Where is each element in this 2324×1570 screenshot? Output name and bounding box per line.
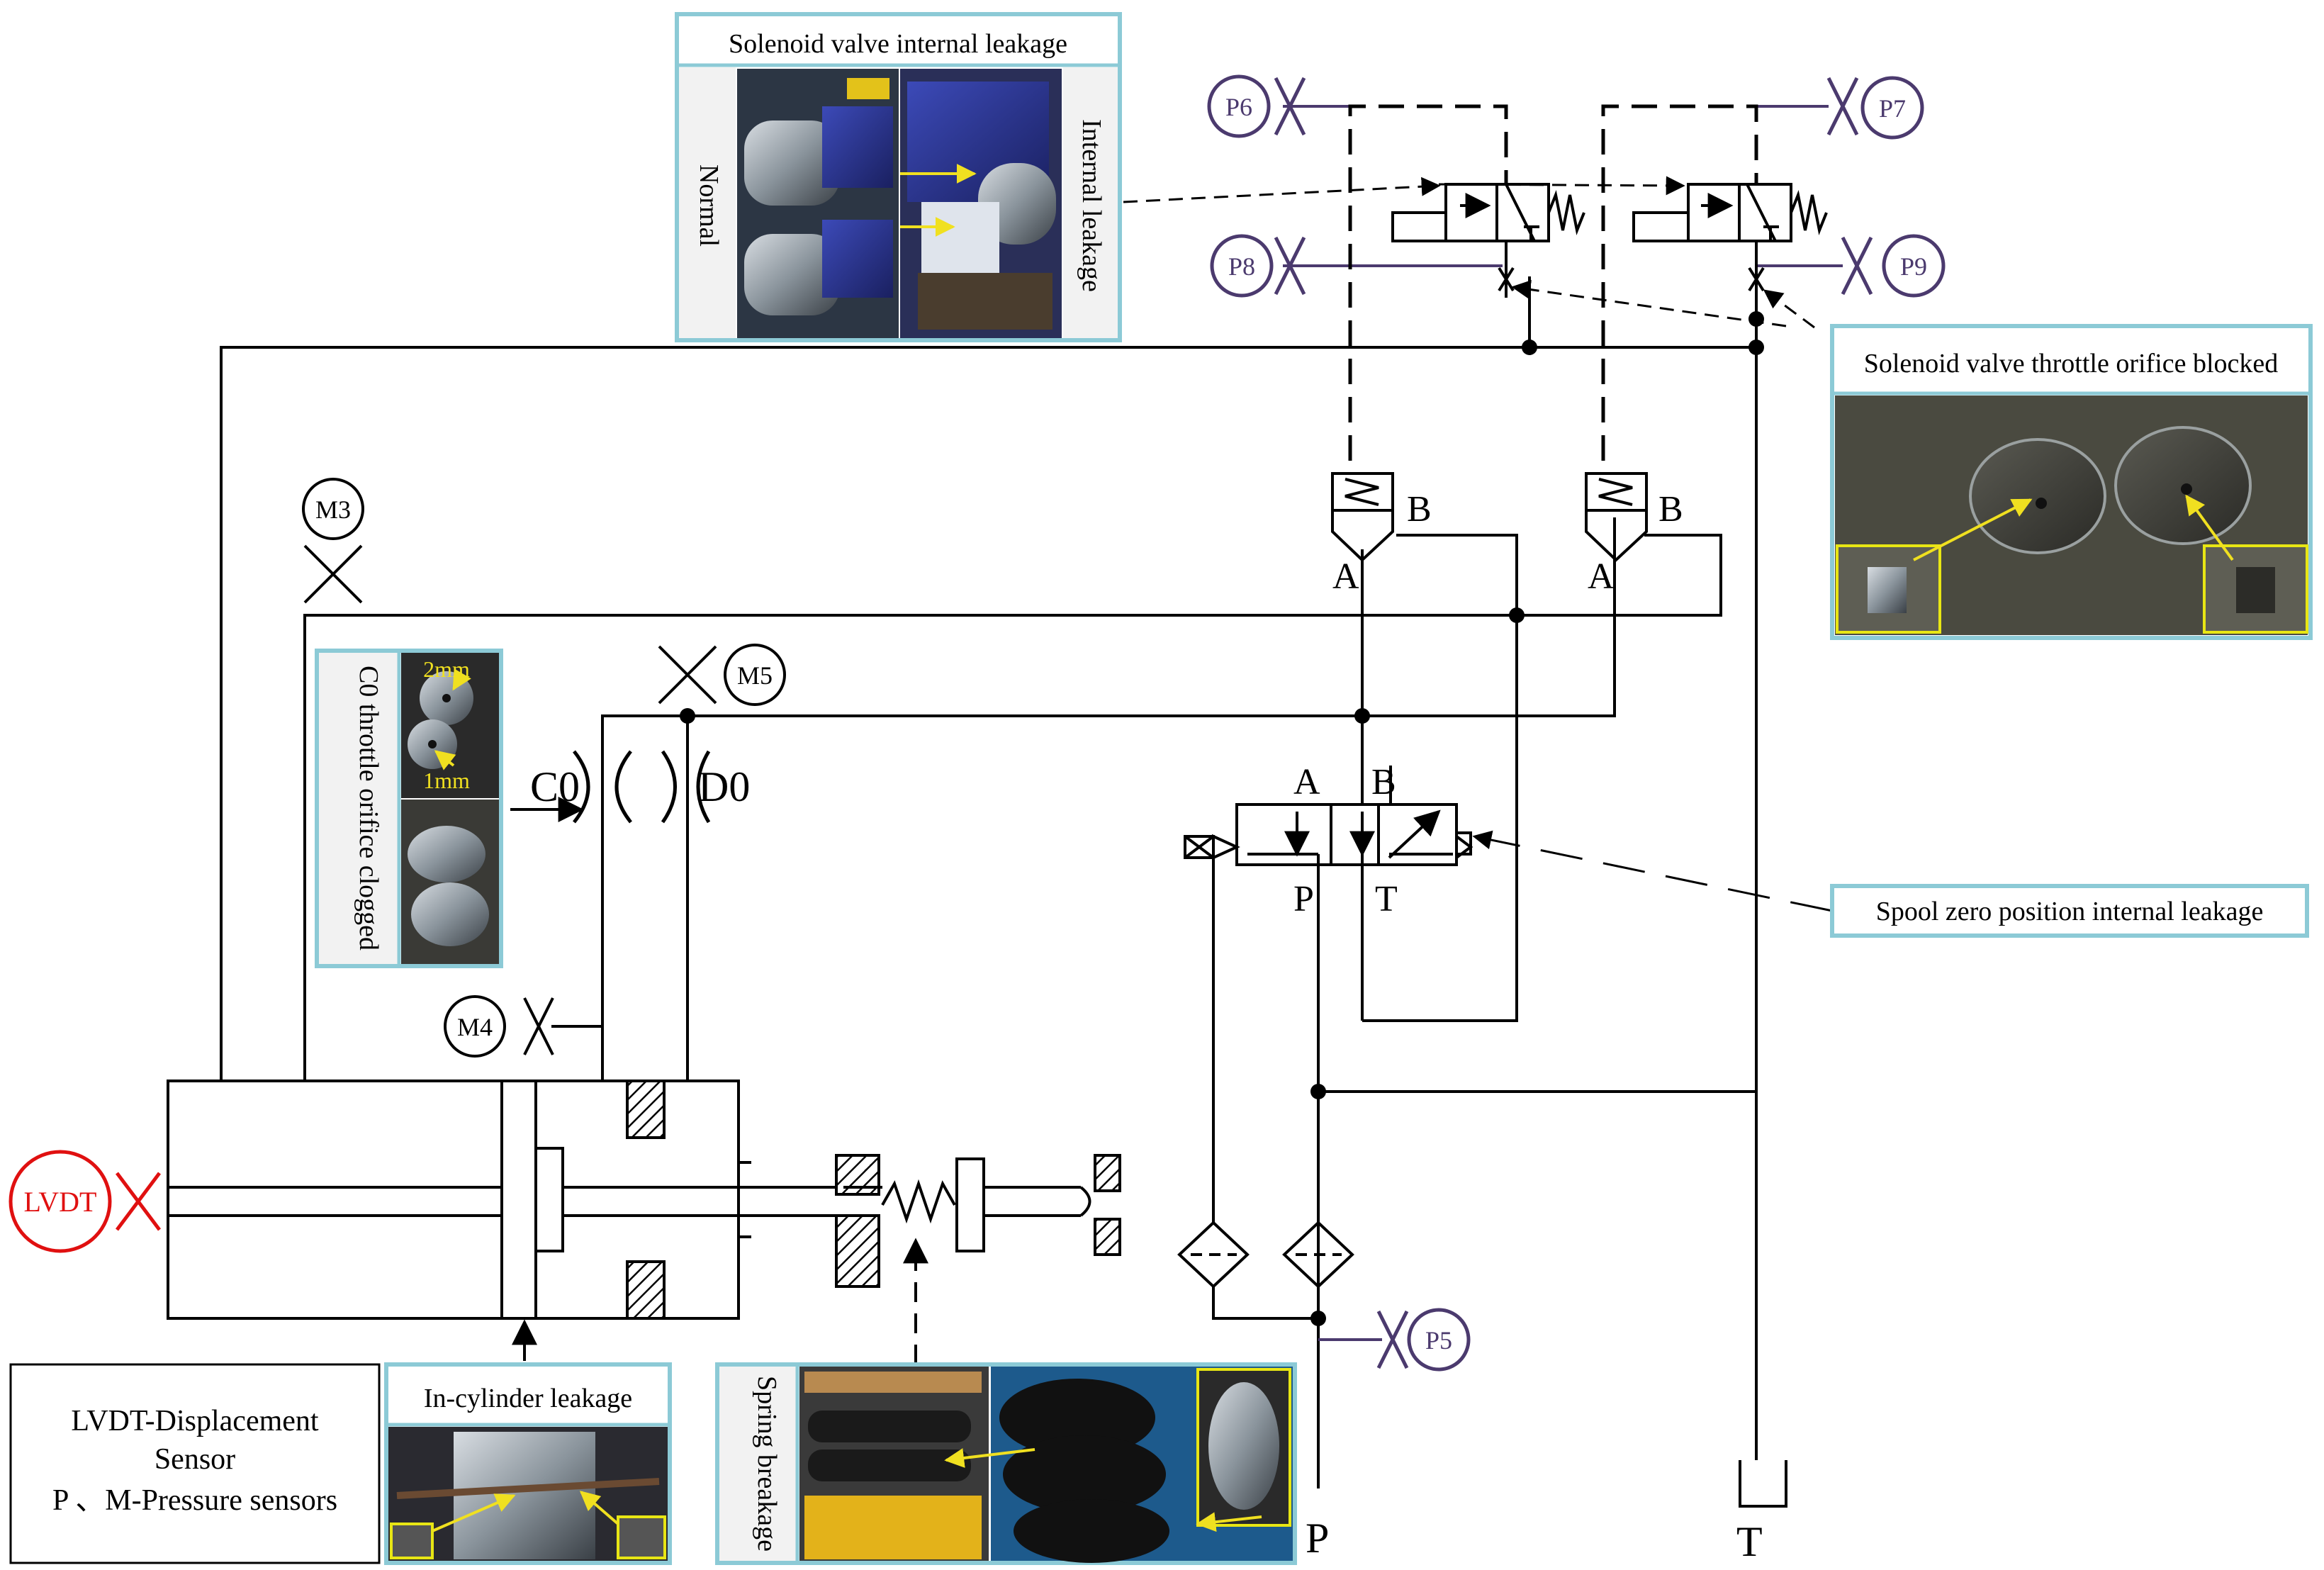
- sensor-m5: [658, 644, 786, 706]
- legend-line1: LVDT-Displacement: [71, 1405, 318, 1437]
- solenoid-throttle-marks: [1498, 267, 1765, 292]
- c0-clogged-title: C0 throttle orifice clogged: [354, 666, 383, 951]
- annotation-leaders: [1123, 176, 1833, 912]
- spring-assembly: [835, 1154, 1121, 1288]
- tank-symbol: [1739, 1460, 1787, 1508]
- label-p7: P7: [1879, 94, 1906, 123]
- sensor-p8: [1210, 234, 1306, 298]
- label-p9: P9: [1900, 252, 1927, 281]
- servo-valve: [1184, 803, 1473, 866]
- annotation-spring-breakage: Spring breakage: [715, 1362, 1297, 1565]
- photo-solenoid-normal: [737, 69, 899, 338]
- orifice-d0: D0: [698, 763, 750, 810]
- filter-left: [1177, 1221, 1250, 1289]
- port-a-left: A: [1332, 556, 1359, 597]
- port-b-left: B: [1407, 489, 1432, 529]
- solenoid-valve-left: [1391, 183, 1585, 298]
- annotation-solenoid-throttle-blocked: Solenoid valve throttle orifice blocked: [1830, 324, 2313, 640]
- sensor-m4: [444, 995, 554, 1058]
- solenoid-internal-title: Solenoid valve internal leakage: [729, 29, 1067, 59]
- c0-size-top: 2mm: [423, 656, 470, 682]
- spring-breakage-title: Spring breakage: [752, 1376, 782, 1552]
- spool-zero-title: Spool zero position internal leakage: [1876, 897, 2264, 926]
- label-p6: P6: [1225, 93, 1252, 121]
- port-a-right: A: [1588, 556, 1615, 597]
- photo-throttle-blocked: [1835, 396, 2308, 635]
- cartridge-valve-left: [1331, 472, 1394, 562]
- label-p5: P5: [1425, 1326, 1452, 1355]
- annotation-in-cylinder-leakage: In-cylinder leakage: [384, 1362, 672, 1565]
- label-p8: P8: [1228, 252, 1255, 281]
- sensor-m3: [302, 478, 364, 604]
- hydraulic-lines: [220, 105, 1843, 1488]
- sensor-p7: [1826, 76, 1924, 140]
- supply-port-p: P: [1306, 1515, 1329, 1561]
- hydraulic-cylinder: [167, 1080, 843, 1320]
- in-cylinder-title: In-cylinder leakage: [424, 1384, 632, 1413]
- photo-in-cylinder: [388, 1427, 668, 1561]
- servo-port-a: A: [1293, 762, 1320, 802]
- photo-spring-breakage: [799, 1367, 1293, 1563]
- sensor-p5: [1376, 1308, 1471, 1372]
- pilot-lines: [1348, 104, 1758, 461]
- solenoid-valve-right: [1632, 183, 1828, 298]
- cartridge-valve-right: [1585, 472, 1648, 562]
- port-b-right: B: [1658, 489, 1683, 529]
- sensor-p9: [1841, 234, 1946, 298]
- annotation-c0-clogged: C0 throttle orifice clogged 2mm 1mm: [315, 649, 503, 968]
- annotation-spool-zero-leakage: Spool zero position internal leakage: [1830, 884, 2309, 938]
- tank-port-t: T: [1736, 1518, 1763, 1565]
- solenoid-leak-label: Internal leakage: [1077, 119, 1106, 292]
- label-lvdt: LVDT: [24, 1186, 97, 1218]
- solenoid-normal-label: Normal: [694, 164, 724, 247]
- label-m4: M4: [457, 1013, 493, 1041]
- filter-right: [1282, 1221, 1354, 1289]
- throttle-blocked-title: Solenoid valve throttle orifice blocked: [1864, 349, 2279, 379]
- sensor-lvdt: [9, 1150, 161, 1253]
- annotation-solenoid-internal-leakage: Solenoid valve internal leakage Normal I…: [675, 12, 1122, 342]
- orifice-c0: C0: [530, 763, 580, 810]
- junction-dots: [680, 311, 1764, 1326]
- c0-size-bottom: 1mm: [423, 768, 470, 793]
- servo-port-p: P: [1293, 879, 1314, 919]
- photo-solenoid-leak: [900, 69, 1062, 338]
- servo-port-t: T: [1375, 879, 1398, 919]
- label-m5: M5: [737, 661, 773, 690]
- legend-box: LVDT-Displacement Sensor P 、M-Pressure s…: [9, 1363, 381, 1564]
- photo-c0-orifice: 2mm 1mm: [401, 653, 499, 964]
- legend-line3: P 、M-Pressure sensors: [52, 1484, 337, 1517]
- legend-line2: Sensor: [155, 1443, 235, 1476]
- label-m3: M3: [315, 495, 351, 524]
- sensor-p6: [1207, 74, 1306, 138]
- servo-port-b: B: [1371, 762, 1396, 802]
